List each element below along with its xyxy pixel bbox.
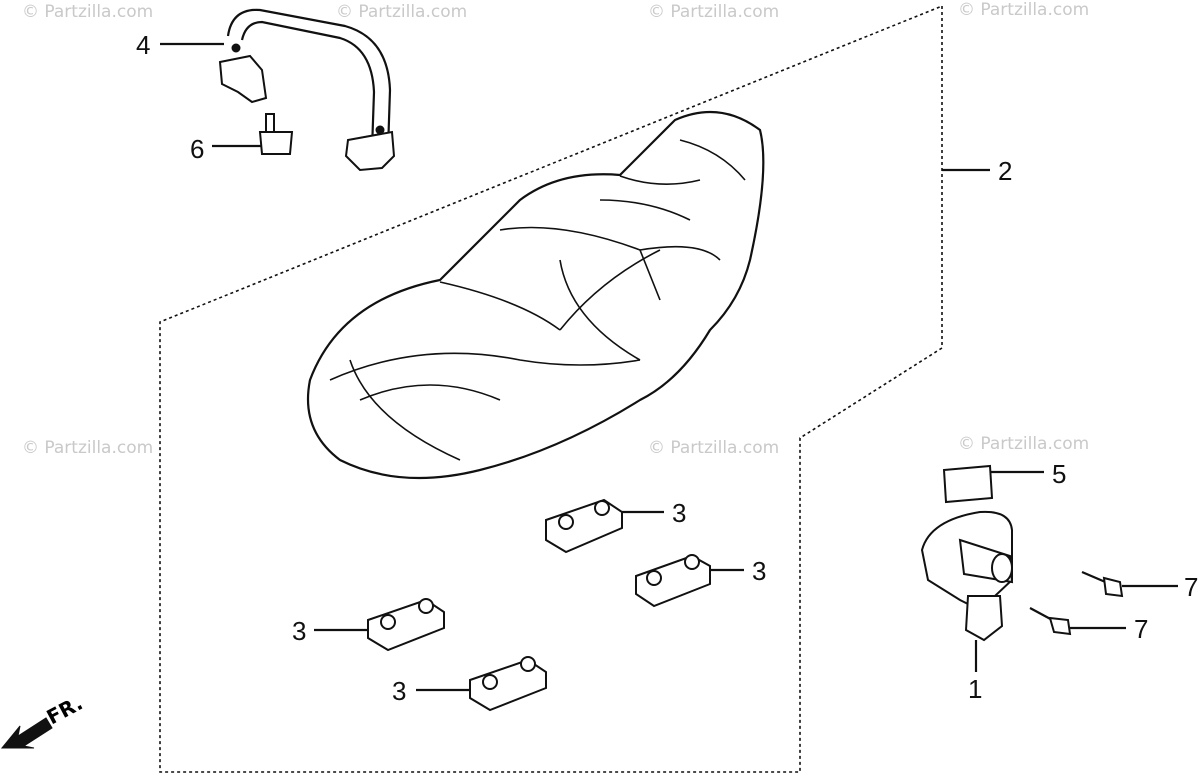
watermark: © Partzilla.com xyxy=(648,438,780,458)
callout-7: 7 xyxy=(1134,614,1149,644)
callout-3: 3 xyxy=(752,556,767,586)
front-direction-arrow-icon xyxy=(0,717,53,749)
watermark: © Partzilla.com xyxy=(22,2,154,22)
rubber-block-drawing xyxy=(635,554,711,608)
watermark: © Partzilla.com xyxy=(958,434,1090,454)
callout-2: 2 xyxy=(998,156,1013,186)
callout-6: 6 xyxy=(190,134,205,164)
screw-7-upper-drawing xyxy=(1081,570,1124,598)
screw-7-lower-drawing xyxy=(1029,607,1072,636)
callout-3: 3 xyxy=(292,616,307,646)
seat-lock-drawing xyxy=(920,510,1014,642)
label-plate-drawing xyxy=(942,464,994,504)
rubber-block-drawing xyxy=(545,498,623,554)
callout-4: 4 xyxy=(136,30,151,60)
assembly-boundary xyxy=(159,5,943,773)
rubber-block-drawing xyxy=(469,656,547,712)
callout-3: 3 xyxy=(392,676,407,706)
watermark: © Partzilla.com xyxy=(22,438,154,458)
callout-3: 3 xyxy=(672,498,687,528)
watermark: © Partzilla.com xyxy=(648,2,780,22)
watermark: © Partzilla.com xyxy=(336,2,468,22)
watermark: © Partzilla.com xyxy=(958,0,1090,20)
bolt-6-drawing xyxy=(258,113,294,155)
callout-7: 7 xyxy=(1184,572,1199,602)
rubber-block-drawing xyxy=(367,598,445,652)
seat-drawing xyxy=(306,110,765,480)
grab-rail-drawing xyxy=(218,8,396,172)
callout-5: 5 xyxy=(1052,459,1067,489)
callout-1: 1 xyxy=(968,674,983,704)
